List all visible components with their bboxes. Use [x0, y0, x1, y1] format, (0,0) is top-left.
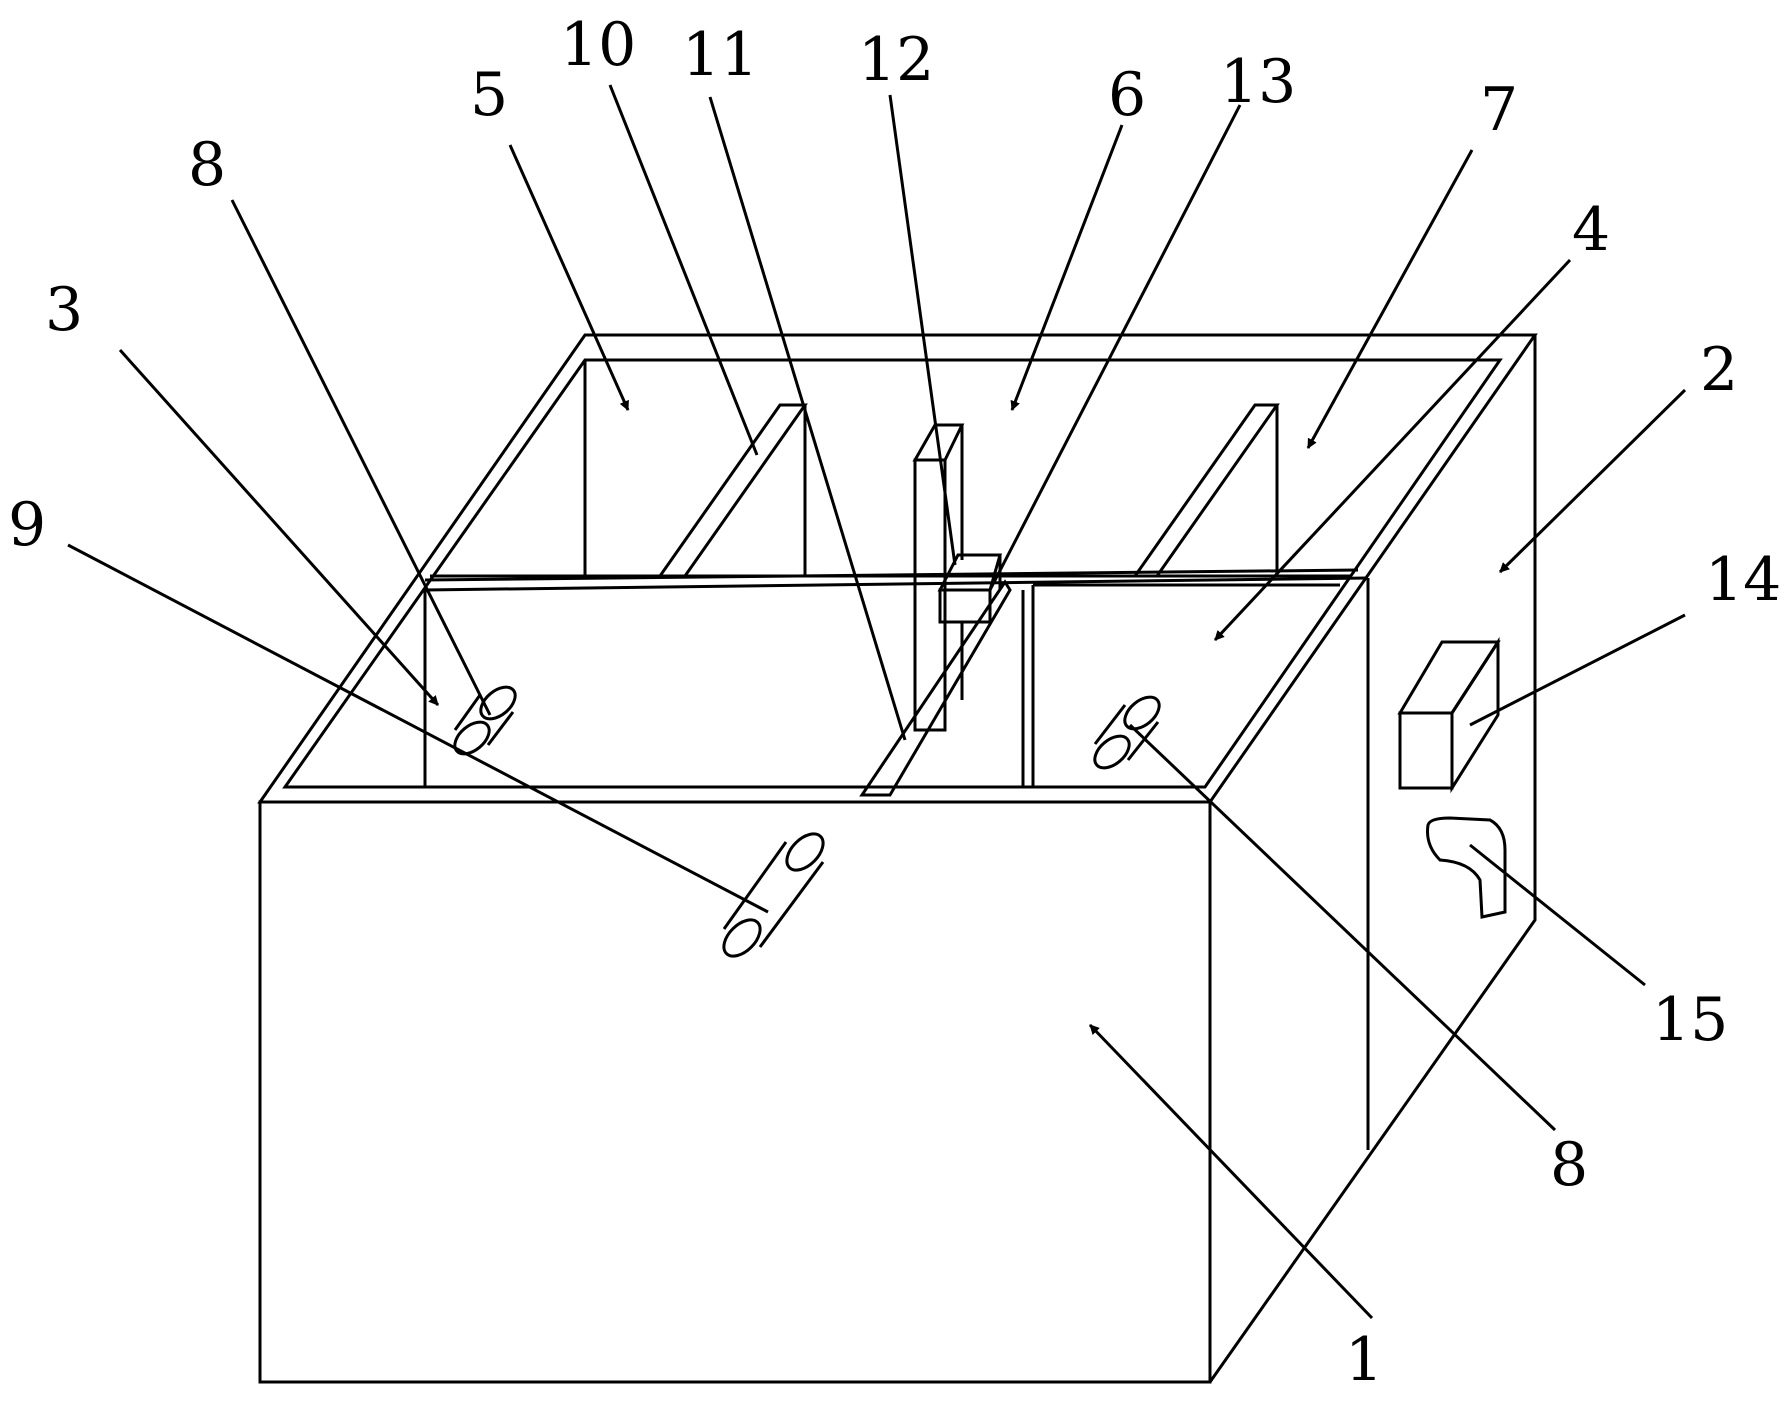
label-1: 1 [1345, 1325, 1383, 1395]
leader-11 [708, 96, 907, 741]
leader-9 [67, 543, 769, 914]
leader-lines [67, 84, 1687, 1320]
label-13: 13 [1220, 47, 1296, 117]
label-8-right: 8 [1550, 1130, 1588, 1200]
label-4: 4 [1572, 195, 1610, 265]
top-rim-outer [257, 333, 1538, 804]
label-9: 9 [8, 490, 46, 560]
leader-7 [1306, 149, 1474, 449]
leader-8-right [1128, 723, 1557, 1132]
reference-numerals: 1 2 3 4 5 6 7 8 8 9 10 11 12 13 14 15 [8, 10, 1781, 1395]
control-box-14-side [1450, 636, 1500, 794]
leader-5 [508, 144, 630, 411]
front-chambers [423, 579, 1340, 797]
control-box-14-front [1398, 711, 1454, 790]
elbow-pipe-15 [1426, 816, 1507, 919]
side-components [1397, 636, 1507, 919]
tank-body [257, 333, 1538, 1384]
leader-13 [988, 104, 1242, 591]
leader-6 [1010, 124, 1124, 411]
pipes [453, 685, 1161, 958]
label-14: 14 [1705, 545, 1781, 615]
label-2: 2 [1700, 335, 1738, 405]
leader-4 [1213, 258, 1572, 642]
leader-14 [1469, 613, 1686, 727]
top-rim-inner [282, 358, 1503, 789]
label-15: 15 [1652, 985, 1728, 1055]
label-6: 6 [1108, 60, 1146, 130]
leader-2 [1498, 388, 1687, 574]
label-11: 11 [682, 20, 758, 90]
leader-10 [608, 84, 759, 456]
partition-7-slant [1132, 403, 1280, 578]
pipe-8-left [453, 685, 517, 756]
leader-8-left [230, 199, 492, 716]
leader-1 [1088, 1023, 1374, 1320]
front-face [258, 800, 1212, 1384]
pipe-8-right [1093, 695, 1161, 770]
label-3: 3 [45, 275, 83, 345]
label-5: 5 [470, 60, 508, 130]
partition-10-slant [657, 403, 808, 578]
pipe-9 [722, 832, 825, 958]
label-8-left: 8 [188, 130, 226, 200]
label-7: 7 [1480, 75, 1518, 145]
control-box-14-top [1397, 640, 1501, 715]
back-chambers [424, 360, 1369, 592]
divider-11 [859, 579, 1012, 797]
right-side-face [1208, 335, 1537, 1383]
label-12: 12 [858, 25, 934, 95]
leader-12 [888, 94, 957, 566]
leader-15 [1469, 843, 1646, 987]
label-10: 10 [560, 10, 636, 80]
middle-partition-top [424, 576, 1369, 592]
leader-3 [118, 348, 440, 707]
